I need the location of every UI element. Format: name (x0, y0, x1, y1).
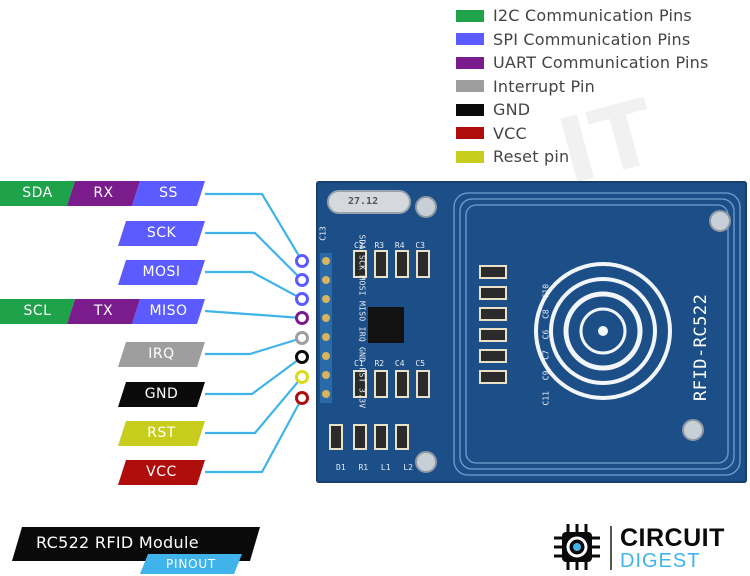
mid-parts-labels: C1 R2 C4 C5 (354, 359, 425, 368)
legend-swatch (456, 56, 484, 69)
tag-gnd: GND (118, 382, 205, 407)
board-artwork (320, 190, 741, 476)
pin-ring-ss (295, 254, 309, 268)
crystal-label: 27.12 (348, 196, 379, 207)
tag-mosi: MOSI (118, 260, 205, 285)
legend-swatch (456, 127, 484, 140)
tag-vcc: VCC (118, 460, 205, 485)
rfid-board: 27.12 C13 SDA SCK MOSI MISO IRQ GND RST … (316, 181, 747, 483)
pin-ring-vcc (295, 391, 309, 405)
tag-miso: MISO (132, 299, 205, 324)
wire-mosi (205, 270, 303, 300)
circuit-digest-logo-icon (554, 524, 600, 570)
legend-label: VCC (493, 123, 527, 143)
legend-label: I2C Communication Pins (493, 6, 692, 26)
legend-swatch (456, 9, 484, 22)
wire-vcc (205, 397, 303, 474)
legend-swatch (456, 103, 484, 116)
pin-ring-rst (295, 370, 309, 384)
tag-rst: RST (118, 421, 205, 446)
legend-item: I2C Communication Pins (456, 4, 708, 28)
wire-gnd (205, 356, 303, 396)
legend-item: Reset pin (456, 145, 708, 169)
footer-subtitle: PINOUT (140, 554, 242, 574)
tag-sck: SCK (118, 221, 205, 246)
legend-label: GND (493, 100, 531, 120)
legend-item: Interrupt Pin (456, 75, 708, 99)
wire-irq (205, 336, 303, 356)
legend-item: VCC (456, 122, 708, 146)
wire-rst (205, 376, 303, 435)
legend-swatch (456, 150, 484, 163)
brand-divider (610, 526, 612, 570)
brand-line1: CIRCUIT (620, 524, 725, 552)
top-parts-labels: C2 R3 R4 C3 (354, 241, 425, 250)
pin-ring-mosi (295, 292, 309, 306)
legend-item: SPI Communication Pins (456, 28, 708, 52)
pin-ring-gnd (295, 350, 309, 364)
tag-ss: SS (132, 181, 205, 206)
pin-ring-sck (295, 273, 309, 287)
legend-label: SPI Communication Pins (493, 29, 691, 49)
wire-sck (205, 231, 303, 281)
pin-ring-irq (295, 331, 309, 345)
pin-ring-miso (295, 311, 309, 325)
legend-label: Reset pin (493, 147, 570, 167)
tag-tx: TX (67, 299, 140, 324)
tag-rx: RX (67, 181, 140, 206)
brand-line2: DIGEST (620, 550, 701, 572)
legend-swatch (456, 33, 484, 46)
legend: I2C Communication Pins SPI Communication… (456, 4, 708, 169)
legend-label: UART Communication Pins (493, 53, 709, 73)
wire-ss (205, 192, 303, 262)
tag-scl: SCL (0, 299, 75, 324)
legend-item: UART Communication Pins (456, 51, 708, 75)
footer-title: RC522 RFID Module (36, 533, 199, 552)
legend-label: Interrupt Pin (493, 76, 595, 96)
legend-swatch (456, 80, 484, 93)
wire-miso (204, 309, 303, 320)
tag-sda: SDA (0, 181, 75, 206)
bottom-parts-labels: D1 R1 L1 L2 (336, 463, 413, 472)
legend-item: GND (456, 98, 708, 122)
tag-irq: IRQ (118, 342, 205, 367)
